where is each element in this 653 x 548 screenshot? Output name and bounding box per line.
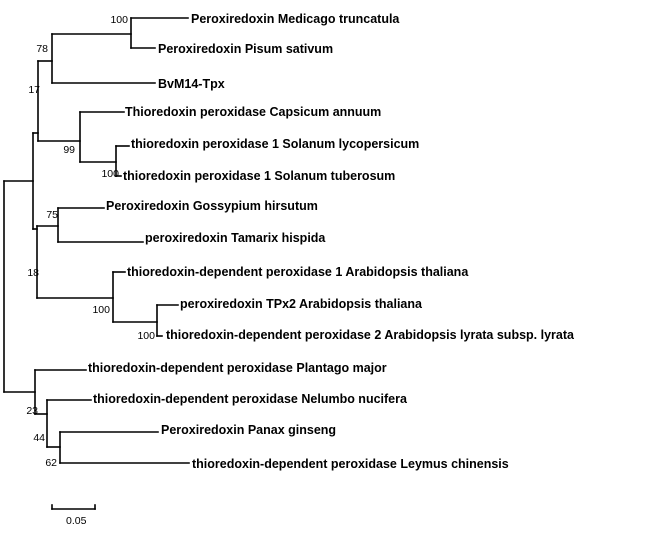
support-value: 100 xyxy=(92,304,110,316)
leaf-label-3: BvM14-Tpx xyxy=(158,77,225,91)
support-value: 18 xyxy=(27,267,39,279)
support-value: 44 xyxy=(33,432,45,444)
support-value: 100 xyxy=(110,14,128,26)
leaf-label-2: Peroxiredoxin Pisum sativum xyxy=(158,42,333,56)
leaf-label-6: thioredoxin peroxidase 1 Solanum tuberos… xyxy=(123,169,395,183)
leaf-label-11: thioredoxin-dependent peroxidase 2 Arabi… xyxy=(166,328,575,342)
support-value: 100 xyxy=(101,168,119,180)
leaf-label-13: thioredoxin-dependent peroxidase Nelumbo… xyxy=(93,392,408,406)
leaf-label-12: thioredoxin-dependent peroxidase Plantag… xyxy=(88,361,387,375)
leaf-label-9: thioredoxin-dependent peroxidase 1 Arabi… xyxy=(127,265,469,279)
leaf-label-10: peroxiredoxin TPx2 Arabidopsis thaliana xyxy=(180,297,423,311)
support-value: 23 xyxy=(26,405,38,417)
scale-bar-label: 0.05 xyxy=(66,515,87,527)
support-value: 62 xyxy=(45,457,57,469)
scale-bar: 0.05 xyxy=(51,504,96,527)
bootstrap-support-values: 100 78 17 99 100 75 18 100 100 23 44 62 xyxy=(26,14,155,469)
leaf-label-7: Peroxiredoxin Gossypium hirsutum xyxy=(106,199,318,213)
leaf-label-14: Peroxiredoxin Panax ginseng xyxy=(161,423,336,437)
tree-branches xyxy=(3,17,190,464)
support-value: 75 xyxy=(46,209,58,221)
support-value: 17 xyxy=(28,84,40,96)
leaf-label-1: Peroxiredoxin Medicago truncatula xyxy=(191,12,400,26)
leaf-label-8: peroxiredoxin Tamarix hispida xyxy=(145,231,326,245)
leaf-label-5: thioredoxin peroxidase 1 Solanum lycoper… xyxy=(131,137,419,151)
leaf-label-15: thioredoxin-dependent peroxidase Leymus … xyxy=(192,457,509,471)
support-value: 100 xyxy=(137,330,155,342)
support-value: 78 xyxy=(36,43,48,55)
support-value: 99 xyxy=(63,144,75,156)
leaf-label-4: Thioredoxin peroxidase Capsicum annuum xyxy=(125,105,381,119)
leaf-labels: Peroxiredoxin Medicago truncatula Peroxi… xyxy=(88,12,575,471)
